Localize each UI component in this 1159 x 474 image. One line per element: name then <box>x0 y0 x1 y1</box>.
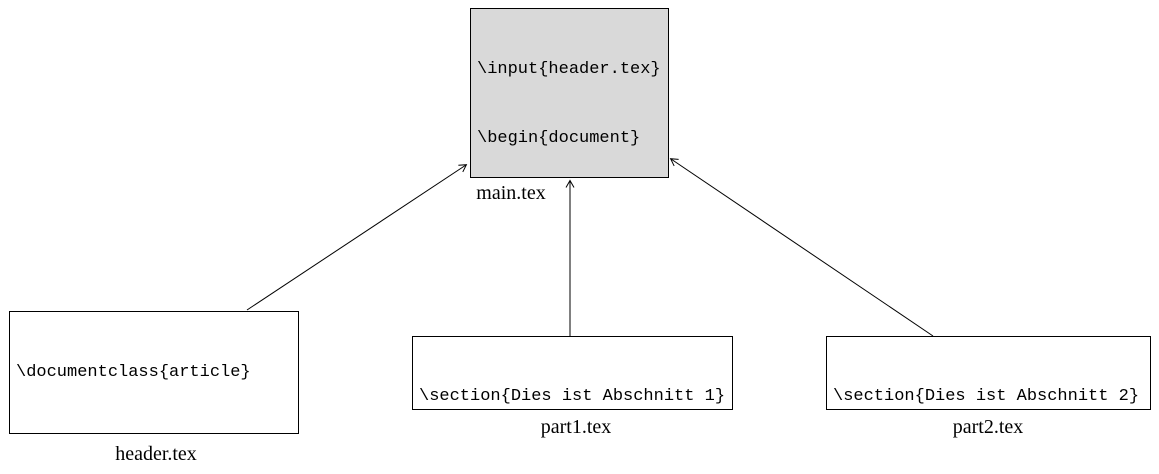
edge-header-to-main <box>246 164 468 311</box>
code-line: \section{Dies ist Abschnitt 2} <box>833 387 1140 406</box>
node-header-tex: \documentclass{article} \usepackage[nger… <box>9 311 299 434</box>
node-label-header-tex: header.tex <box>115 443 197 465</box>
node-label-part2-tex: part2.tex <box>952 416 1024 438</box>
node-label-main-tex: main.tex <box>476 182 546 204</box>
code-line: \begin{document} <box>477 129 641 148</box>
node-main-tex: \input{header.tex} \begin{document} \mak… <box>470 8 669 178</box>
node-label-part1-tex: part1.tex <box>540 416 612 438</box>
code-line: \usepackage[ngerman]{babel} <box>16 430 292 433</box>
code-line: \documentclass{article} <box>16 363 251 382</box>
node-part2-tex: \section{Dies ist Abschnitt 2} Hier ein … <box>826 336 1151 410</box>
edge-part2-to-main <box>669 158 934 337</box>
node-part1-tex: \section{Dies ist Abschnitt 1} Hier ein … <box>412 336 733 410</box>
code-line: \input{header.tex} <box>477 60 661 79</box>
code-line: \section{Dies ist Abschnitt 1} <box>419 387 726 406</box>
